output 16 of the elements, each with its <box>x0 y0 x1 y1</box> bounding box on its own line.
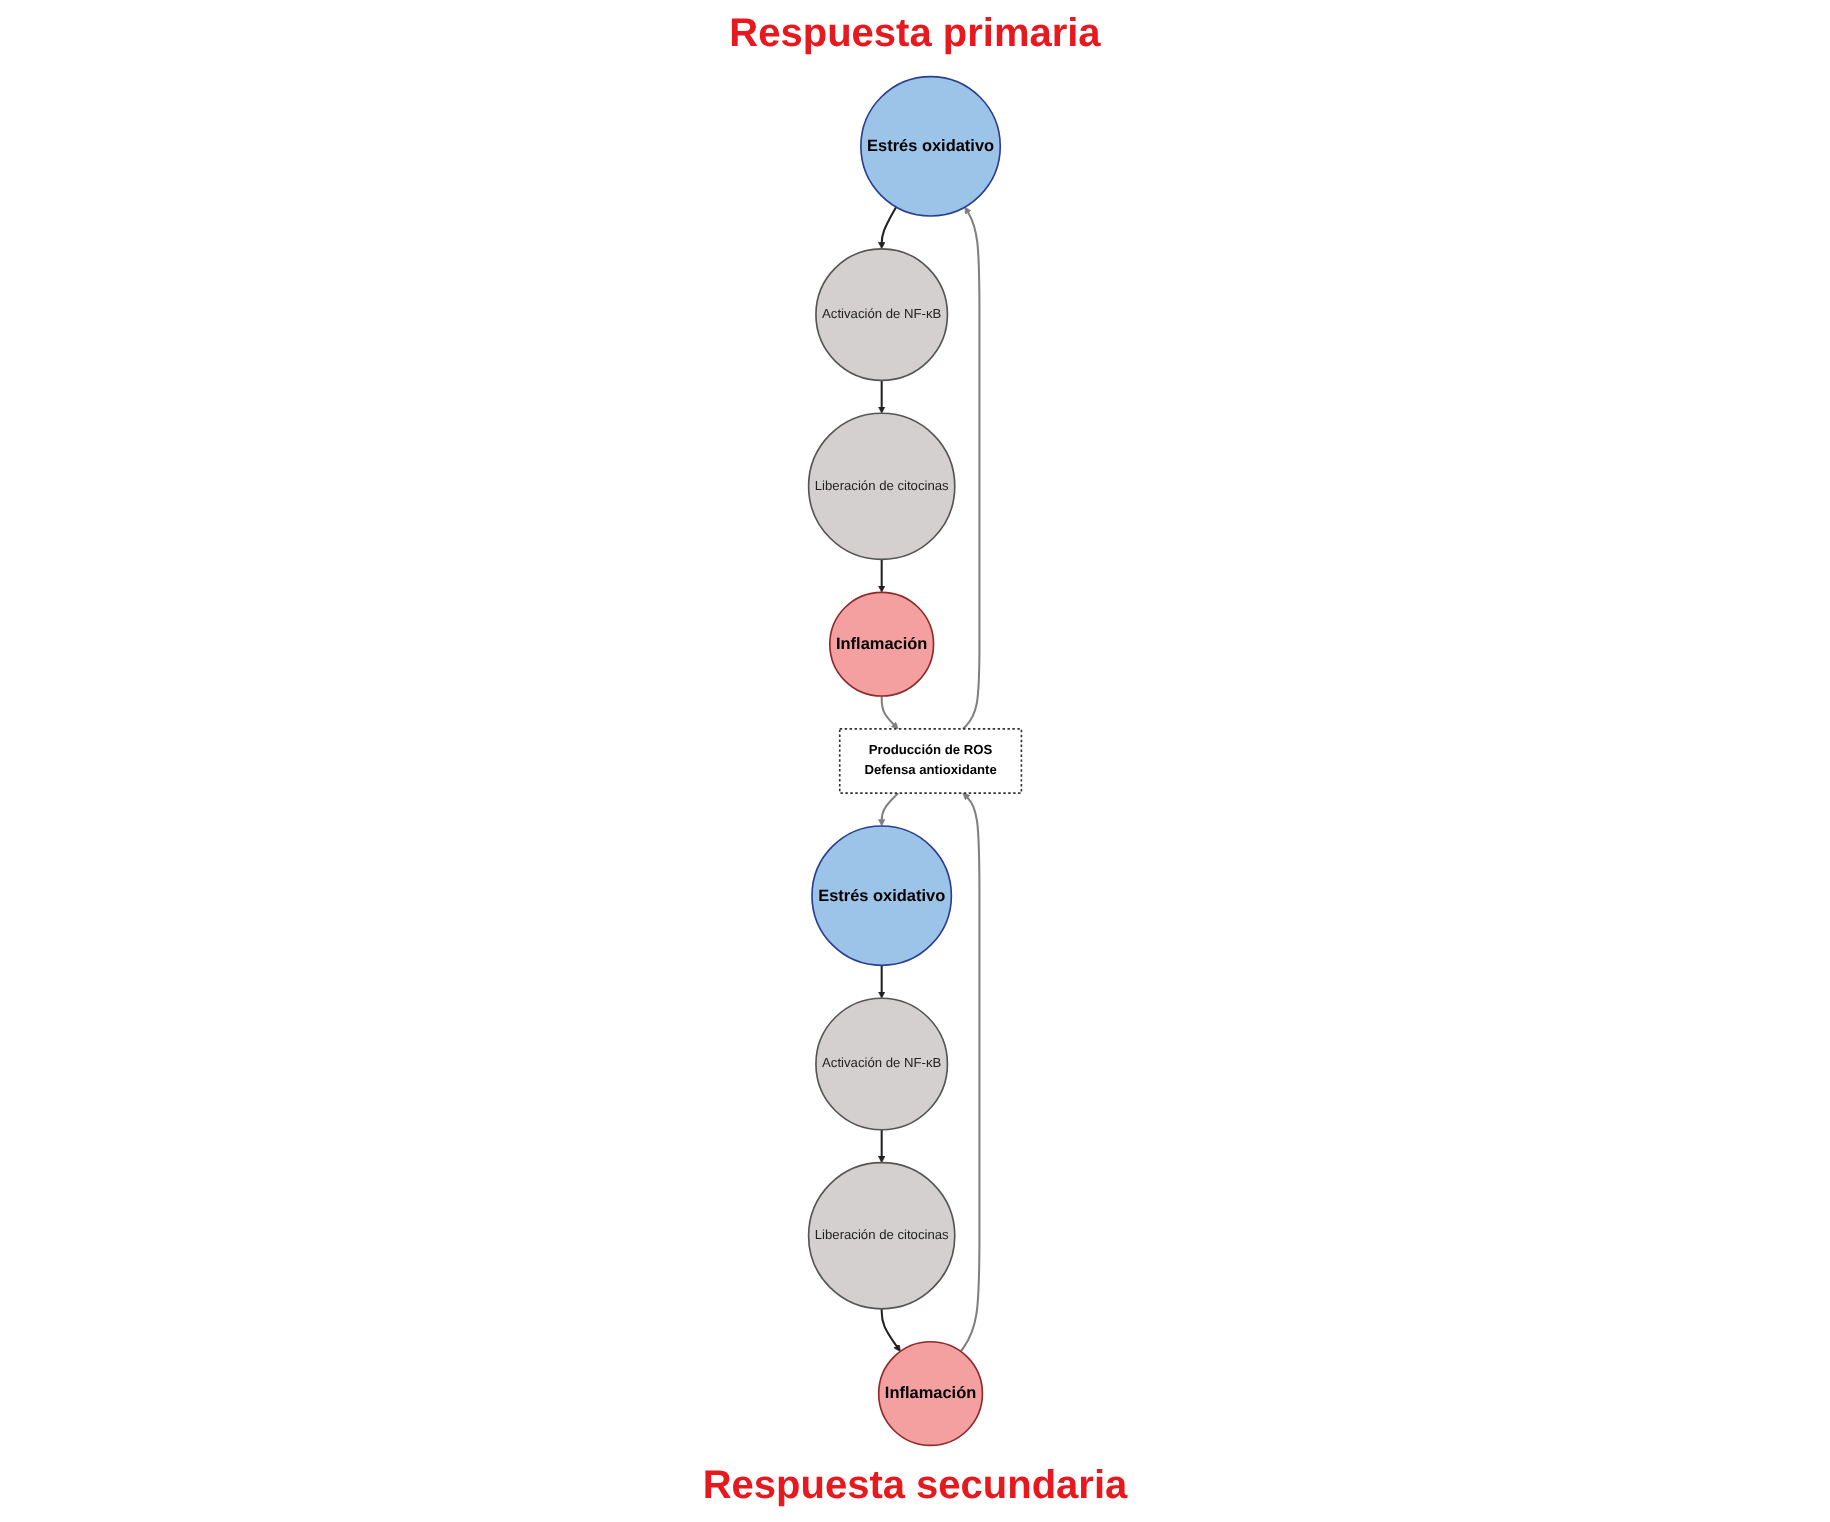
node-circle: Estrés oxidativo <box>860 75 1002 217</box>
response-label: Respuesta secundaria <box>702 1464 1128 1510</box>
arrow <box>878 792 899 827</box>
arrow <box>880 696 899 730</box>
arrow <box>878 380 886 414</box>
node-circle: Estrés oxidativo <box>811 825 953 967</box>
node-circle: Inflamación <box>829 591 935 697</box>
arrow <box>878 1129 886 1163</box>
node-circle: Inflamación <box>877 1340 984 1447</box>
arrow <box>959 792 981 1352</box>
arrow <box>878 559 886 593</box>
arrow <box>962 206 981 730</box>
response-label: Respuesta primaria <box>729 12 1101 58</box>
arrow <box>878 965 886 999</box>
arrow <box>878 206 898 250</box>
arrow <box>880 1308 901 1352</box>
